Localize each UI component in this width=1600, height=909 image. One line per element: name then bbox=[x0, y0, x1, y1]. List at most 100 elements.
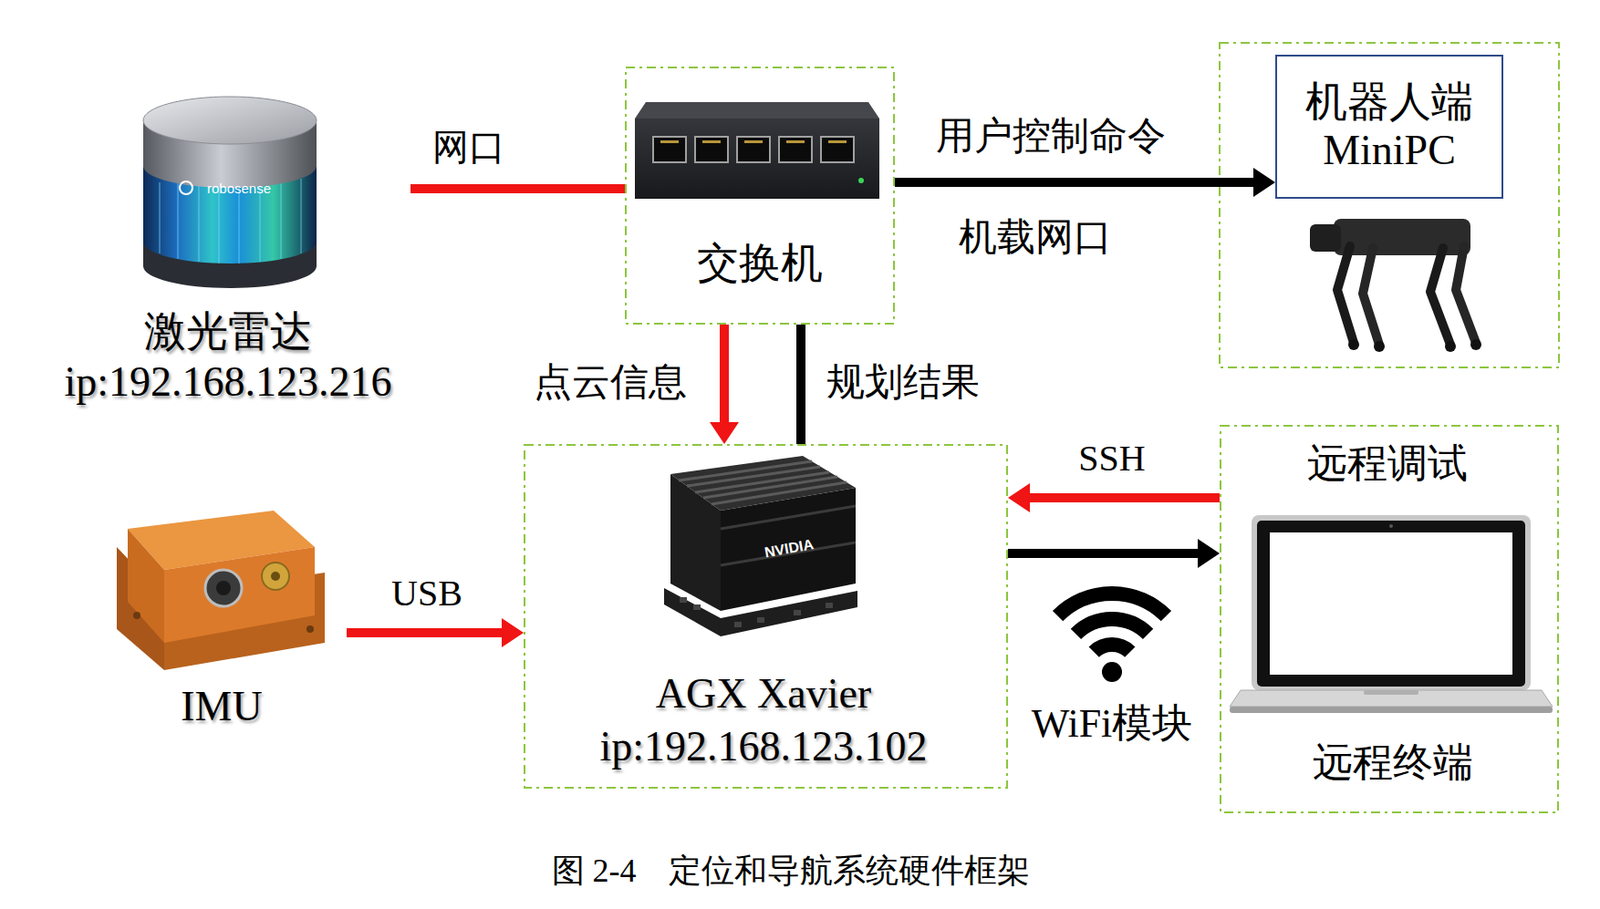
illustration-part bbox=[133, 612, 141, 620]
laptop-illustration bbox=[1229, 515, 1553, 714]
illustration-part bbox=[1389, 524, 1393, 529]
illustration-part bbox=[679, 597, 687, 603]
illustration-part bbox=[261, 562, 290, 591]
illustration-part bbox=[205, 570, 242, 607]
illustration-part bbox=[737, 136, 770, 163]
lidar-illustration bbox=[143, 96, 317, 289]
illustration-part bbox=[634, 102, 880, 119]
module-label: WiFi模块 bbox=[1031, 701, 1194, 749]
illustration-part bbox=[1251, 515, 1531, 691]
illustration-part bbox=[1337, 246, 1354, 343]
switch-illustration bbox=[634, 102, 880, 199]
illustration-part bbox=[1229, 690, 1553, 707]
wifi-symbol bbox=[1058, 593, 1167, 683]
illustration-part bbox=[1333, 218, 1471, 256]
illustration-part bbox=[164, 547, 315, 644]
illustration-part bbox=[1470, 339, 1482, 351]
illustration-part bbox=[1309, 224, 1341, 252]
dashed-group: 交换机 bbox=[624, 66, 895, 325]
illustration-part bbox=[720, 506, 856, 530]
connector-line bbox=[894, 177, 1256, 188]
illustration-part bbox=[634, 118, 880, 199]
dashed-outline-rect bbox=[625, 67, 894, 324]
connector bbox=[1007, 483, 1220, 513]
illustration-part bbox=[300, 178, 302, 254]
node-text: 远程终端 bbox=[1312, 740, 1474, 788]
illustration-part bbox=[786, 140, 805, 144]
connector-line bbox=[1007, 549, 1200, 559]
node-text: IMU bbox=[180, 683, 262, 732]
illustration-part bbox=[158, 182, 161, 254]
edge-label: SSH bbox=[1078, 437, 1145, 480]
illustration-part bbox=[858, 177, 864, 184]
illustration-part bbox=[1229, 706, 1553, 714]
illustration-part bbox=[1444, 341, 1456, 353]
imu-illustration bbox=[116, 510, 325, 671]
illustration-part bbox=[1348, 339, 1360, 351]
illustration-part bbox=[828, 140, 847, 144]
illustration-part bbox=[779, 136, 812, 163]
connector-line bbox=[1028, 493, 1220, 503]
illustration-part bbox=[1058, 593, 1167, 617]
connector-line bbox=[796, 324, 806, 445]
illustration-part bbox=[660, 140, 847, 144]
process-box: 机器人端 MiniPC bbox=[1275, 54, 1504, 199]
illustration-part bbox=[1075, 619, 1148, 634]
connector-line bbox=[410, 184, 625, 194]
connector bbox=[346, 618, 524, 648]
illustration-part bbox=[720, 506, 856, 566]
illustration-part bbox=[678, 461, 847, 505]
illustration-part bbox=[306, 625, 314, 634]
illustration-part bbox=[143, 96, 317, 145]
illustration-part bbox=[744, 140, 763, 144]
node-text: 交换机 bbox=[696, 239, 823, 289]
node-text: AGX Xavier bbox=[655, 670, 872, 719]
illustration-part bbox=[127, 529, 165, 644]
illustration-part bbox=[1269, 532, 1513, 676]
illustration-part bbox=[1455, 246, 1476, 343]
illustration-part bbox=[679, 597, 833, 628]
illustration-part bbox=[159, 178, 302, 264]
illustration-part bbox=[702, 140, 721, 144]
edge-label: 网口 bbox=[432, 126, 506, 169]
robot-dog-illustration bbox=[1309, 218, 1482, 353]
illustration-part bbox=[793, 610, 801, 616]
arrow-head bbox=[709, 422, 739, 445]
dashed-group: AGX Xavierip:192.168.123.102 bbox=[523, 444, 1008, 790]
illustration-part bbox=[176, 180, 179, 260]
node-text: 机器人端 MiniPC bbox=[1286, 78, 1493, 176]
brand-logo: NVIDIA bbox=[763, 536, 816, 562]
illustration-part bbox=[1101, 662, 1123, 683]
illustration-part bbox=[695, 136, 728, 163]
arrow-head bbox=[501, 618, 524, 648]
illustration-part bbox=[1363, 690, 1419, 696]
illustration-part bbox=[757, 617, 765, 624]
connector bbox=[709, 324, 739, 445]
illustration-part bbox=[825, 602, 833, 609]
illustration-part bbox=[734, 622, 742, 628]
illustration-part bbox=[216, 581, 231, 596]
node-text: 远程调试 bbox=[1307, 441, 1468, 489]
edge-label: 点云信息 bbox=[533, 360, 687, 405]
connector bbox=[1007, 539, 1220, 569]
dashed-outline-rect bbox=[524, 445, 1008, 789]
device-node: IMU bbox=[100, 497, 347, 739]
arrow-head bbox=[1007, 483, 1030, 513]
node-text: 激光雷达 bbox=[144, 308, 312, 357]
connector bbox=[410, 188, 625, 190]
illustration-part bbox=[693, 604, 701, 611]
dashed-group: 远程调试远程终端 bbox=[1219, 425, 1559, 814]
illustration-part bbox=[820, 136, 854, 163]
connector-line bbox=[719, 324, 729, 425]
illustration-part bbox=[270, 571, 281, 582]
illustration-part bbox=[711, 482, 847, 505]
illustration-part bbox=[1257, 520, 1526, 687]
illustration-part bbox=[660, 140, 679, 144]
node-text: ip:192.168.123.102 bbox=[599, 723, 927, 772]
illustration-part bbox=[1430, 248, 1451, 345]
brand-logo: robosense bbox=[207, 180, 271, 197]
edge-label: 规划结果 bbox=[826, 360, 980, 405]
illustration-part bbox=[1373, 341, 1385, 353]
edge-label: 用户控制命令 bbox=[935, 114, 1166, 158]
